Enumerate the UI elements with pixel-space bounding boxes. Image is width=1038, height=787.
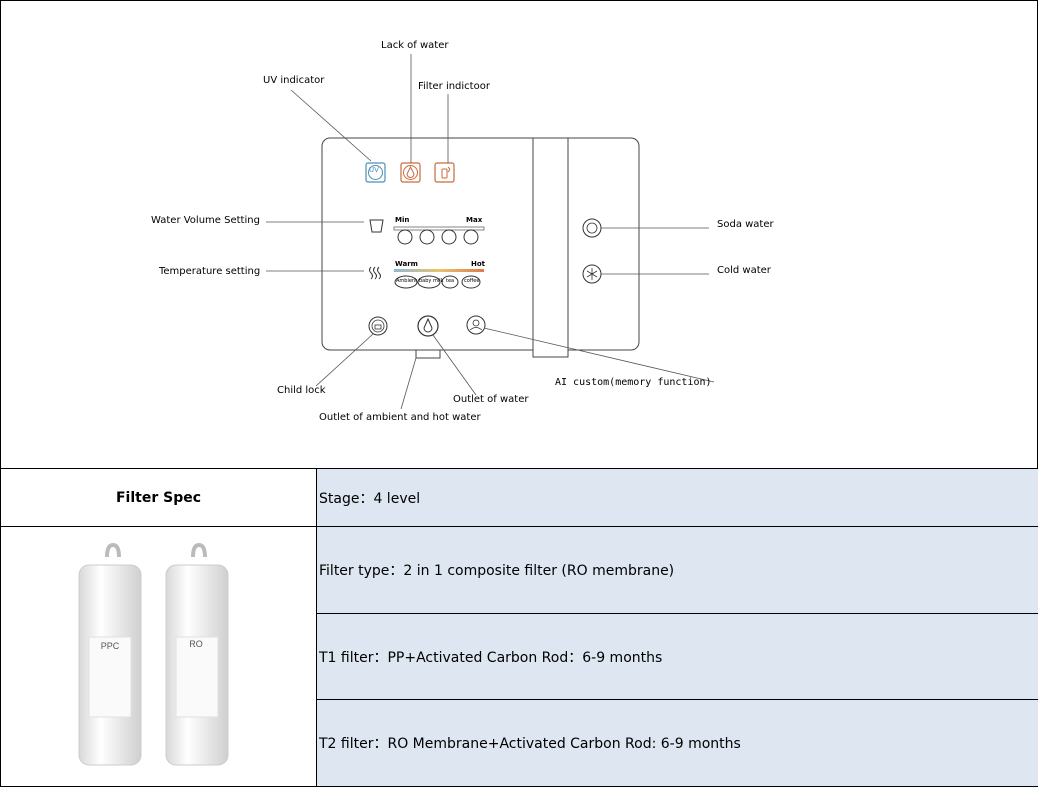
- product-diagram: Lack of water UV indicator Filter indict…: [0, 0, 1038, 469]
- soda-water-label: Soda water: [717, 219, 774, 230]
- spec-row-type: PPC RO Filter type：2 in 1 composite filt…: [1, 527, 1038, 614]
- ai-custom-label: AI custom(memory function): [555, 377, 712, 388]
- temp-label-ambient: Ambient: [396, 278, 417, 284]
- temp-label-tea: tea: [446, 278, 454, 284]
- child-lock-label: Child lock: [277, 385, 326, 396]
- panel-strip: [533, 138, 568, 357]
- min-label: Min: [395, 216, 409, 224]
- ppc-cartridge: [79, 545, 141, 765]
- uv-badge-text: UV: [369, 166, 379, 174]
- warm-label: Warm: [395, 260, 418, 268]
- hot-label: Hot: [471, 260, 485, 268]
- outlet-of-water-label: Outlet of water: [453, 394, 528, 405]
- temp-label-baby-milk: baby milk: [419, 278, 444, 284]
- filter-type-value: Filter type：2 in 1 composite filter (RO …: [317, 527, 1038, 614]
- uv-indicator-label: UV indicator: [263, 75, 324, 86]
- max-label: Max: [466, 216, 482, 224]
- ppc-label: PPC: [101, 641, 120, 651]
- filter-cartridges-image: PPC RO: [3, 527, 315, 782]
- spec-row-header: Filter Spec Stage：4 level: [1, 469, 1038, 527]
- outlet-ambient-hot-label: Outlet of ambient and hot water: [319, 412, 481, 423]
- temperature-setting-label: Temperature setting: [159, 266, 260, 277]
- t1-filter-value: T1 filter：PP+Activated Carbon Rod：6-9 mo…: [317, 614, 1038, 699]
- t2-filter-value: T2 filter：RO Membrane+Activated Carbon R…: [317, 699, 1038, 786]
- cold-water-label: Cold water: [717, 265, 771, 276]
- temperature-bar: [394, 269, 484, 272]
- stage-value: Stage：4 level: [317, 469, 1038, 527]
- temp-label-coffee: coffee: [464, 278, 479, 284]
- ro-cartridge: [166, 545, 228, 765]
- filter-spec-header: Filter Spec: [1, 469, 317, 527]
- outlet-tab: [416, 350, 440, 358]
- ro-label: RO: [189, 639, 203, 649]
- filter-spec-table: Filter Spec Stage：4 level: [0, 468, 1038, 787]
- filter-image-cell: PPC RO: [1, 527, 317, 787]
- water-volume-setting-label: Water Volume Setting: [151, 215, 260, 226]
- lack-of-water-label: Lack of water: [381, 40, 448, 51]
- filter-indicator-label: Filter indictoor: [418, 81, 490, 92]
